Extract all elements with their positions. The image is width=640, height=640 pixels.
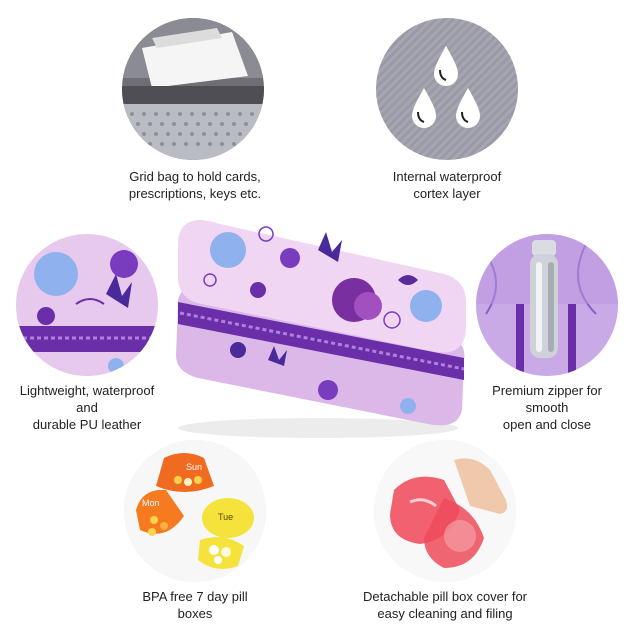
pill-boxes-image: Sun Mon Tue bbox=[124, 440, 266, 582]
grid-bag-caption-line2: prescriptions, keys etc. bbox=[128, 186, 262, 201]
waterproof-layer-caption: Internal waterproof cortex layer bbox=[372, 168, 522, 202]
water-drop-icon bbox=[434, 46, 458, 86]
pu-leather-caption-line2: and bbox=[76, 400, 98, 415]
zipper-caption-line2: smooth bbox=[525, 400, 569, 415]
pu-leather-image bbox=[16, 234, 158, 376]
pill-bag-product-image bbox=[168, 210, 474, 440]
zipper-image bbox=[476, 234, 618, 376]
grid-bag-caption-line1: Grid bag to hold cards, bbox=[129, 169, 261, 184]
zipper-pull-icon bbox=[530, 240, 558, 358]
pill-label-mon: Mon bbox=[142, 498, 160, 508]
waterproof-layer-image bbox=[376, 18, 518, 160]
pill-label-tue: Tue bbox=[218, 512, 233, 522]
waterproof-layer-caption-line1: Internal waterproof bbox=[392, 169, 502, 184]
detachable-cover-caption-line2: easy cleaning and filing bbox=[377, 606, 513, 621]
zipper-caption: Premium zipper for smooth open and close bbox=[472, 382, 622, 433]
detachable-cover-caption-line1: Detachable pill box cover for bbox=[362, 589, 528, 604]
grid-bag-image bbox=[122, 18, 264, 160]
pill-boxes-caption: BPA free 7 day pill boxes bbox=[116, 588, 274, 622]
pill-boxes-caption-line2: boxes bbox=[177, 606, 213, 621]
grid-bag-caption: Grid bag to hold cards, prescriptions, k… bbox=[110, 168, 280, 202]
pu-leather-caption-line1: Lightweight, waterproof bbox=[19, 383, 155, 398]
pill-label-sun: Sun bbox=[186, 462, 202, 472]
pu-leather-caption-line3: durable PU leather bbox=[32, 417, 142, 432]
pu-leather-caption: Lightweight, waterproof and durable PU l… bbox=[4, 382, 170, 433]
detachable-cover-image bbox=[374, 440, 516, 582]
waterproof-layer-caption-line2: cortex layer bbox=[413, 186, 481, 201]
zipper-caption-line1: Premium zipper for bbox=[492, 383, 602, 398]
pill-boxes-caption-line1: BPA free 7 day pill bbox=[142, 589, 248, 604]
zipper-caption-line3: open and close bbox=[502, 417, 592, 432]
detachable-cover-caption: Detachable pill box cover for easy clean… bbox=[354, 588, 536, 622]
